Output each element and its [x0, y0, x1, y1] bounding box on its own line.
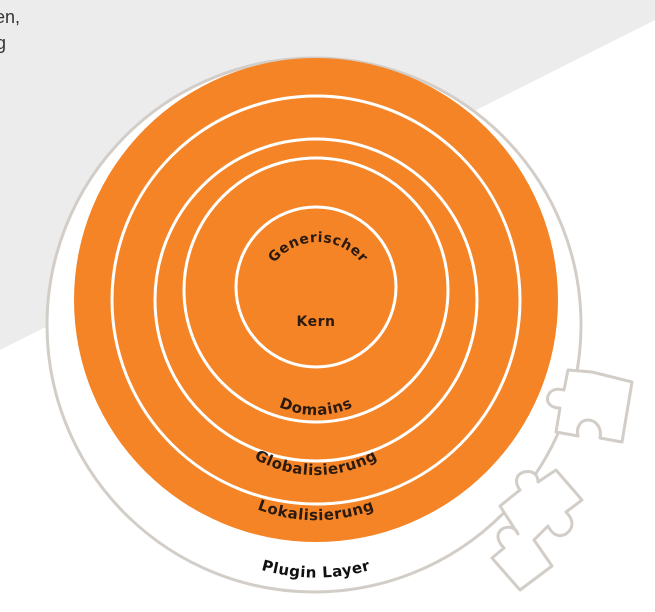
core-label-line-2: Kern: [297, 314, 336, 330]
puzzle-piece-icon: [546, 368, 634, 444]
domains-ring-outline: [153, 137, 479, 463]
intro-text-line-1: zen,: [0, 7, 21, 27]
core-ring-outline-outer: [182, 156, 450, 424]
intro-text-line-2: ig: [0, 33, 7, 53]
intro-text: zen, ig: [0, 4, 20, 56]
lokalisierung-ring: [74, 58, 558, 542]
core-circle-outline: [234, 205, 398, 369]
puzzle-piece-icon: [490, 468, 584, 592]
globalisierung-ring-outline: [110, 94, 522, 506]
